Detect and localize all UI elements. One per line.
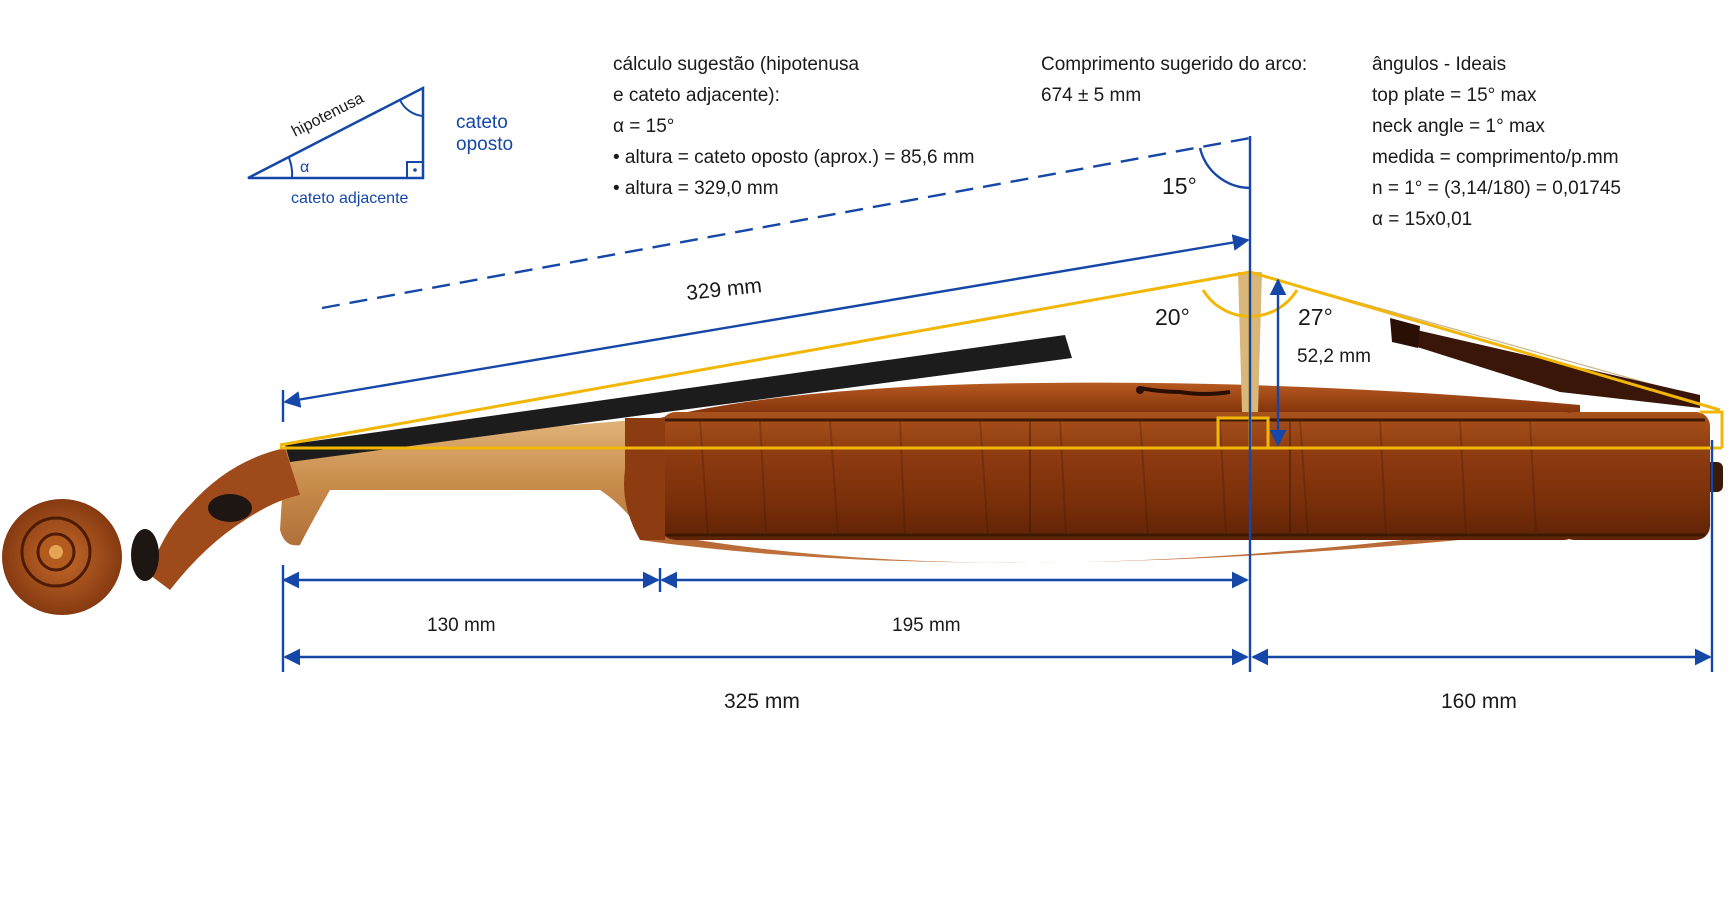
peg bbox=[208, 494, 252, 522]
calc-line: cálculo sugestão (hipotenusa bbox=[613, 54, 860, 75]
peg bbox=[131, 529, 159, 581]
angle-left-label: 20° bbox=[1155, 304, 1190, 330]
violin-ribs bbox=[660, 412, 1580, 540]
calc-line: • altura = cateto oposto (aprox.) = 85,6… bbox=[613, 147, 975, 168]
angle-15-arc bbox=[1198, 147, 1251, 190]
bow-line: Comprimento sugerido do arco: bbox=[1041, 54, 1308, 75]
tailpiece bbox=[1395, 325, 1700, 408]
back-total-label: 160 mm bbox=[1441, 690, 1517, 713]
angles-line: n = 1° = (3,14/180) = 0,01745 bbox=[1372, 178, 1621, 199]
bow-line: 674 ± 5 mm bbox=[1041, 85, 1142, 106]
dimension-labels: 15° 329 mm 20° 27° 52,2 mm 130 mm 195 mm… bbox=[427, 173, 1517, 713]
diagonal-label: 329 mm bbox=[685, 274, 763, 305]
legend-opposite-label-2: oposto bbox=[456, 134, 513, 155]
legend-adjacent-label: cateto adjacente bbox=[291, 190, 409, 207]
legend-opposite-label-1: cateto bbox=[456, 112, 508, 133]
legend-triangle bbox=[247, 85, 425, 180]
bridge-height-label: 52,2 mm bbox=[1297, 346, 1371, 367]
ideal-angles-note: ângulos - Ideais top plate = 15° max nec… bbox=[1372, 49, 1621, 235]
calc-line: • altura = 329,0 mm bbox=[613, 178, 779, 199]
angles-line: ângulos - Ideais bbox=[1372, 54, 1507, 75]
angles-line: neck angle = 1° max bbox=[1372, 116, 1545, 137]
body-stop-label: 195 mm bbox=[892, 615, 961, 636]
calculation-note: cálculo sugestão (hipotenusa e cateto ad… bbox=[613, 49, 975, 204]
triangle-legend: hipotenusa α cateto adjacente cateto opo… bbox=[247, 85, 513, 207]
dimension-lines bbox=[281, 136, 1714, 672]
angle-right-label: 27° bbox=[1298, 304, 1333, 330]
bow-length-note: Comprimento sugerido do arco: 674 ± 5 mm bbox=[1041, 49, 1307, 111]
legend-hypotenuse-label: hipotenusa bbox=[289, 90, 367, 141]
neck-length-label: 130 mm bbox=[427, 615, 496, 636]
violin-scroll bbox=[2, 499, 122, 615]
angles-line: top plate = 15° max bbox=[1372, 85, 1537, 106]
angle-top-label: 15° bbox=[1162, 173, 1197, 199]
front-total-label: 325 mm bbox=[724, 690, 800, 713]
diagonal-dimension-line bbox=[283, 234, 1250, 408]
angles-line: medida = comprimento/p.mm bbox=[1372, 147, 1619, 168]
calc-line: e cateto adjacente): bbox=[613, 85, 780, 106]
calc-line: α = 15° bbox=[613, 116, 675, 137]
violin-illustration bbox=[2, 271, 1723, 615]
legend-alpha-label: α bbox=[300, 159, 309, 176]
angles-line: α = 15x0,01 bbox=[1372, 209, 1473, 230]
